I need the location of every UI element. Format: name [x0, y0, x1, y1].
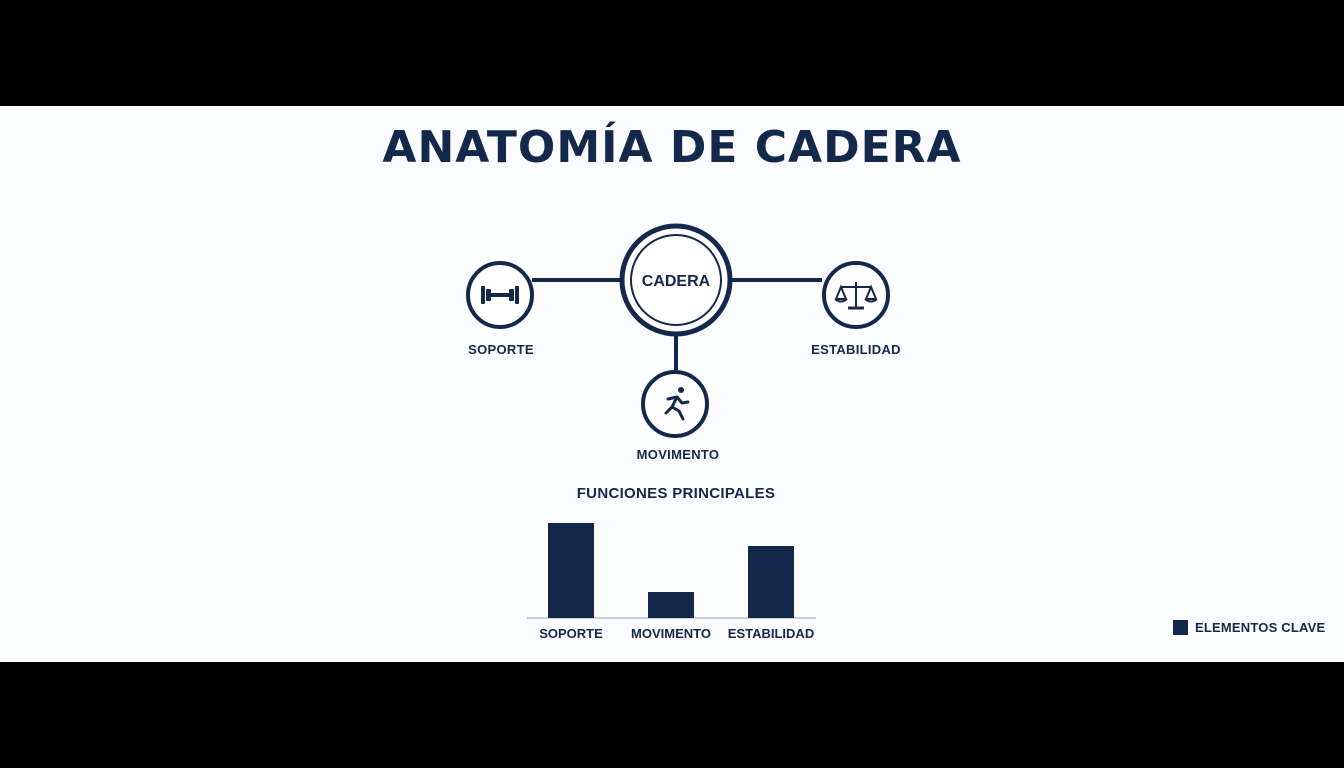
node-label-soporte: SOPORTE — [468, 342, 534, 357]
letterbox-top — [0, 0, 1344, 106]
center-node-label: CADERA — [642, 273, 711, 290]
node-movimento — [641, 370, 709, 438]
dumbbell-icon — [481, 286, 519, 304]
node-label-estabilidad: ESTABILIDAD — [811, 342, 901, 357]
chart-legend: ELEMENTOS CLAVE — [1173, 620, 1325, 635]
bar-soporte — [548, 523, 594, 618]
node-label-movimento: MOVIMENTO — [636, 447, 720, 462]
letterbox-bottom — [0, 662, 1344, 768]
center-node: CADERA — [619, 223, 733, 337]
chart-title: FUNCIONES PRINCIPALES — [576, 485, 776, 502]
bar-estabilidad — [748, 546, 794, 618]
legend-label: ELEMENTOS CLAVE — [1195, 620, 1326, 635]
x-tick-label-soporte: SOPORTE — [539, 626, 603, 641]
running-person-icon — [664, 387, 690, 421]
node-estabilidad — [822, 261, 890, 329]
x-tick-label-movimento: MOVIMENTO — [631, 626, 711, 641]
bar-movimento — [648, 592, 694, 618]
x-tick-label-estabilidad: ESTABILIDAD — [728, 626, 814, 641]
infographic-panel: ANATOMÍA DE CADERA CADERA — [0, 106, 1344, 662]
bar-chart: SOPORTE MOVIMENTO ESTABILIDAD — [527, 523, 816, 641]
node-soporte — [466, 261, 534, 329]
balance-scale-icon — [834, 282, 878, 310]
legend-swatch — [1173, 620, 1188, 635]
hub-diagram: CADERA — [466, 223, 890, 438]
page-title: ANATOMÍA DE CADERA — [382, 122, 962, 173]
